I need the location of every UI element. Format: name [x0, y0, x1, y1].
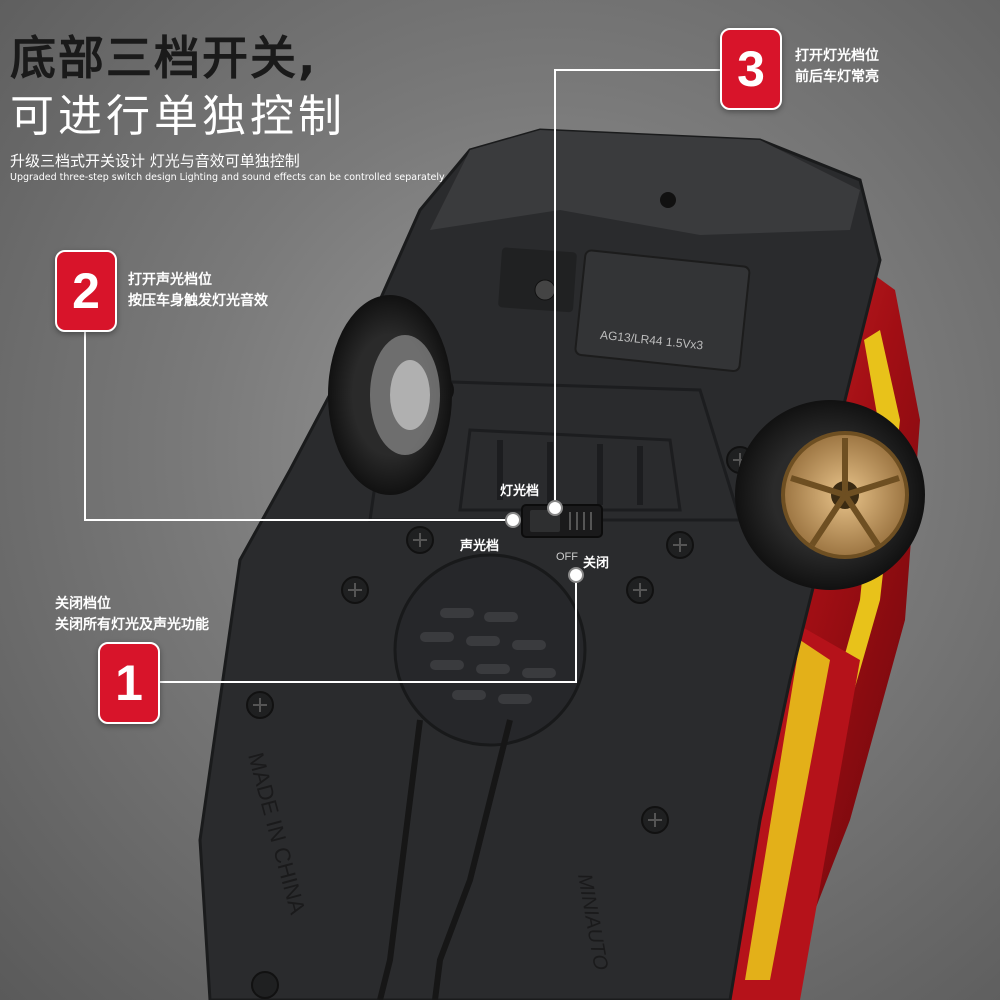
callout-text-1: 关闭档位 关闭所有灯光及声光功能 — [55, 594, 209, 636]
callout-3-line1: 打开灯光档位 — [795, 48, 879, 64]
callout-badge-3: 3 — [720, 28, 782, 110]
subtitle-chinese: 升级三档式开关设计 灯光与音效可单独控制 — [10, 152, 300, 170]
switch-label-off: 关闭 — [583, 556, 610, 571]
callout-text-3: 打开灯光档位 前后车灯常亮 — [795, 46, 879, 88]
switch-off-mark: OFF — [556, 551, 578, 563]
chassis-front-cap — [430, 130, 860, 235]
speaker-grill — [393, 553, 587, 747]
callout-2-line1: 打开声光档位 — [128, 272, 212, 288]
wheel-left — [328, 295, 452, 495]
callout-3-line2: 前后车灯常亮 — [795, 69, 879, 85]
car-stripe-yellow-2 — [745, 640, 830, 980]
callout-badge-2: 2 — [55, 250, 117, 332]
callout-text-2: 打开声光档位 按压车身触发灯光音效 — [128, 270, 268, 312]
subtitle-english: Upgraded three-step switch design Lighti… — [10, 172, 445, 183]
page-title: 底部三档开关, — [10, 31, 318, 85]
callout-1-line1: 关闭档位 — [55, 596, 111, 612]
wheel-right — [735, 400, 925, 590]
switch-label-light: 灯光档 — [500, 484, 540, 499]
callout-2-line2: 按压车身触发灯光音效 — [128, 293, 268, 309]
switch-label-sound-light: 声光档 — [460, 539, 500, 554]
speaker-housing — [498, 247, 577, 313]
callout-lines — [84, 69, 720, 683]
page-title-line2: 可进行单独控制 — [10, 91, 346, 142]
battery-cover — [574, 249, 751, 373]
callout-badge-1: 1 — [98, 642, 160, 724]
callout-1-line2: 关闭所有灯光及声光功能 — [55, 617, 209, 633]
car-stripe-yellow — [740, 330, 900, 1000]
